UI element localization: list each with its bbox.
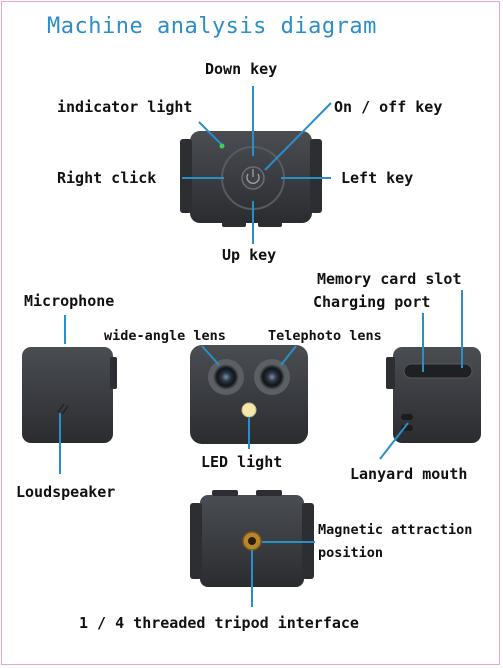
label-position: position <box>318 545 384 561</box>
label-up-key: Up key <box>222 246 277 264</box>
label-wide-angle-lens: wide-angle lens <box>104 328 226 344</box>
label-lanyard-mouth: Lanyard mouth <box>350 465 468 483</box>
leader-lines <box>59 86 463 607</box>
label-microphone: Microphone <box>24 292 115 310</box>
label-magnetic-attraction: Magnetic attraction <box>318 522 473 538</box>
label-down-key: Down key <box>205 60 278 78</box>
camera-right-side <box>386 347 481 443</box>
label-on-off-key: On / off key <box>334 98 443 116</box>
wide-angle-lens-glass <box>213 364 239 390</box>
label-tripod-interface: 1 / 4 threaded tripod interface <box>79 614 359 632</box>
camera-left-side <box>22 347 117 443</box>
label-charging-port: Charging port <box>313 293 431 311</box>
label-memory-card-slot: Memory card slot <box>317 270 462 288</box>
label-right-click: Right click <box>57 169 157 187</box>
label-loudspeaker: Loudspeaker <box>16 483 116 501</box>
telephoto-lens-glass <box>259 364 285 390</box>
label-led-light: LED light <box>201 453 283 471</box>
camera-front <box>190 345 308 444</box>
led-light-dot <box>241 402 257 418</box>
label-indicator-light: indicator light <box>57 98 193 116</box>
label-left-key: Left key <box>341 169 414 187</box>
indicator-light-dot <box>219 143 225 149</box>
label-telephoto-lens: Telephoto lens <box>268 328 382 344</box>
diagram-title: Machine analysis diagram <box>47 14 377 39</box>
